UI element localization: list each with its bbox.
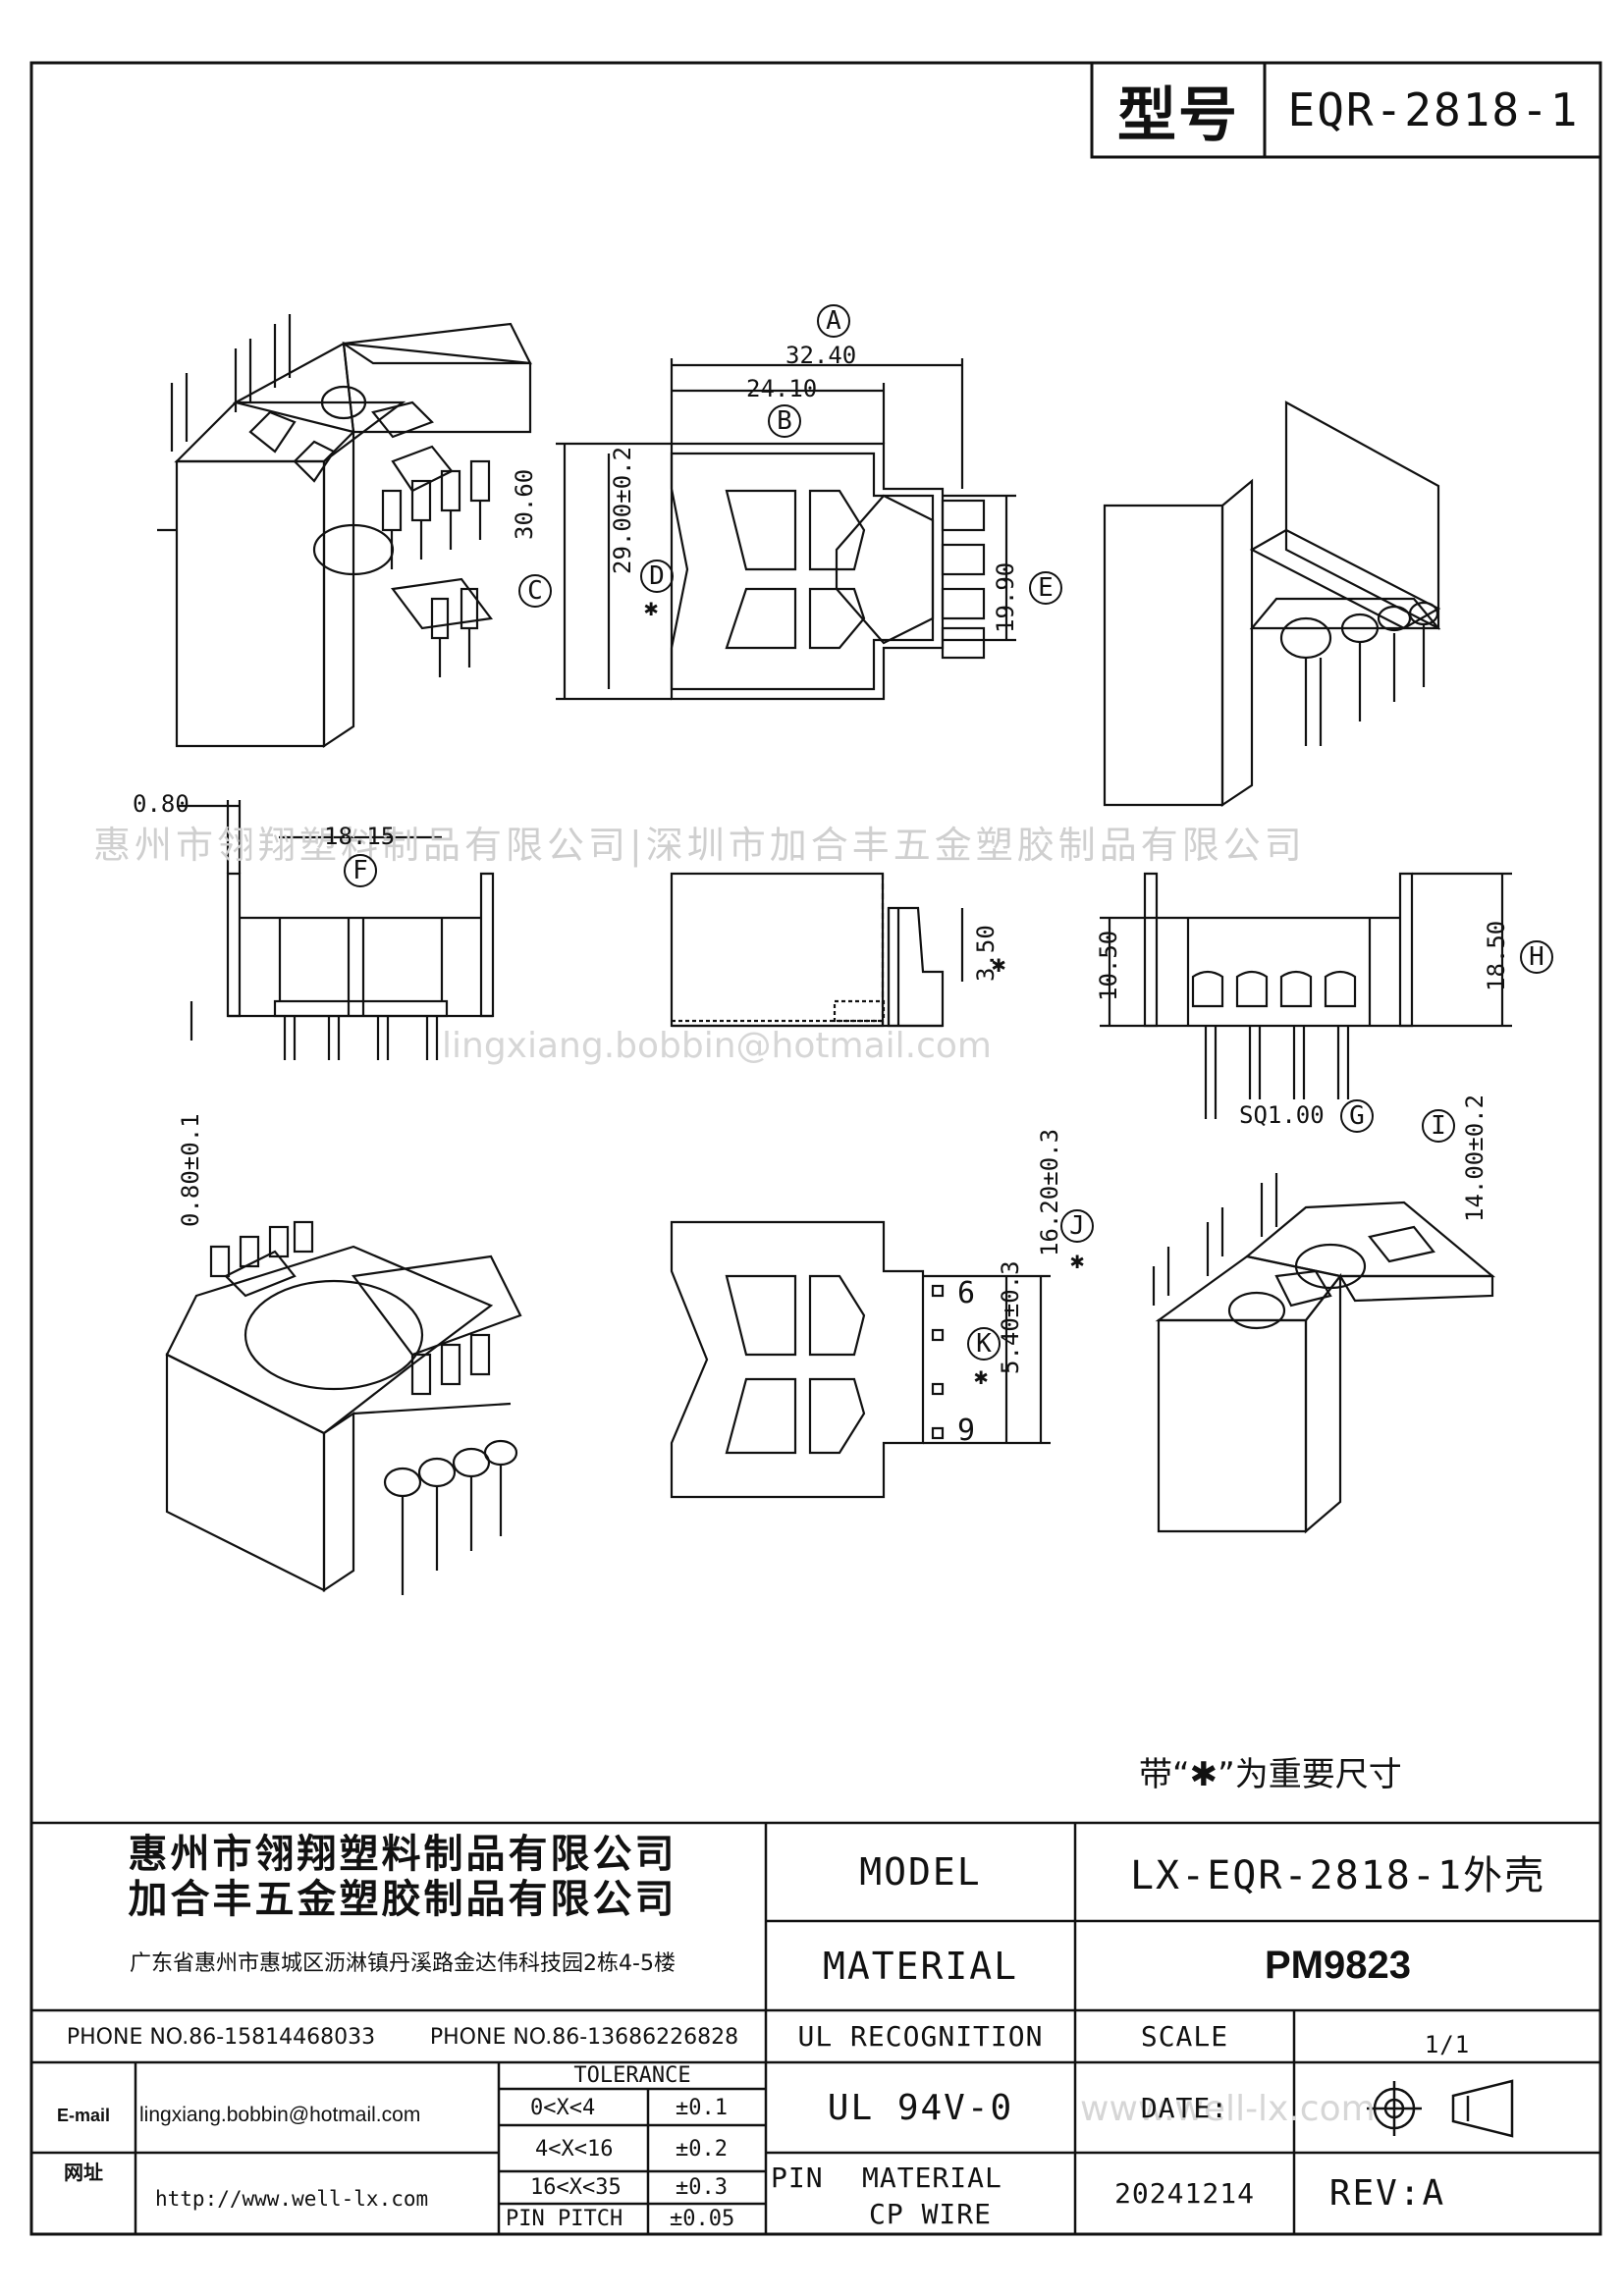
watermark-email: lingxiang.bobbin@hotmail.com xyxy=(442,1026,992,1066)
dim-d-star: ✱ xyxy=(644,594,659,621)
tolerance-header: TOLERANCE xyxy=(573,2063,691,2088)
tolerance-range-2: 4<X<16 xyxy=(535,2136,614,2162)
watermark-company: 惠州市翎翔塑料制品有限公司|深圳市加合丰五金塑胶制品有限公司 xyxy=(93,824,1306,867)
top-view xyxy=(556,358,1016,701)
scale-value: 1/1 xyxy=(1424,2030,1471,2058)
tolerance-range-4: PIN PITCH xyxy=(506,2207,623,2231)
iso-view-top-right xyxy=(1103,400,1441,808)
important-dimension-note: 带“✱”为重要尺寸 xyxy=(1139,1755,1402,1794)
dim-i-label: I xyxy=(1422,1109,1455,1143)
email-value[interactable]: lingxiang.bobbin@hotmail.com xyxy=(139,2104,421,2126)
company-name-2: 加合丰五金塑胶制品有限公司 xyxy=(128,1877,677,1922)
material-label: MATERIAL xyxy=(822,1944,1019,1988)
dim-k-value: 5.40±0.3 xyxy=(997,1260,1024,1374)
phone-1: PHONE NO.86-15814468033 xyxy=(66,2024,376,2050)
dim-d-label: D xyxy=(640,560,674,593)
dim-j-star: ✱ xyxy=(1070,1247,1085,1274)
dim-a-value: 32.40 xyxy=(785,342,857,369)
company-name-1: 惠州市翎翔塑料制品有限公司 xyxy=(128,1832,677,1877)
dim-c-value: 30.60 xyxy=(511,468,538,540)
front-view xyxy=(177,800,495,1060)
dim-side-star: ✱ xyxy=(992,950,1006,978)
pin-label-6: 6 xyxy=(957,1276,976,1310)
dim-f-value: 18.15 xyxy=(324,823,396,850)
dim-f-side-value: 0.80 xyxy=(133,790,189,818)
ul-label: UL RECOGNITION xyxy=(797,2020,1044,2053)
watermark-website: www.well-lx.com xyxy=(1080,2089,1376,2129)
bottom-view xyxy=(670,1220,1051,1499)
iso-view-bottom-left xyxy=(165,1220,522,1595)
phone-numbers: PHONE NO.86-15814468033 PHONE NO.86-1368… xyxy=(39,2014,766,2059)
web-value[interactable]: http://www.well-lx.com xyxy=(155,2187,429,2211)
date-value: 20241214 xyxy=(1114,2177,1255,2210)
dim-b-value: 24.10 xyxy=(746,375,818,402)
tolerance-range-3: 16<X<35 xyxy=(530,2175,622,2200)
dim-i-value: 14.00±0.2 xyxy=(1461,1094,1489,1222)
scale-label: SCALE xyxy=(1140,2020,1229,2053)
dim-h-label: H xyxy=(1520,940,1553,974)
dim-e-value: 19.90 xyxy=(992,561,1019,633)
iso-view-bottom-right xyxy=(1152,1173,1496,1534)
dim-g-value: SQ1.00 xyxy=(1239,1101,1325,1129)
phone-2: PHONE NO.86-13686226828 xyxy=(429,2024,739,2050)
dim-a-label: A xyxy=(817,304,850,338)
right-view xyxy=(1100,872,1512,1119)
ul-value: UL 94V-0 xyxy=(827,2087,1014,2128)
projection-symbol xyxy=(1367,2079,1514,2138)
iso-view-top-left xyxy=(157,314,532,749)
pin-material-label: MATERIAL xyxy=(862,2161,1002,2194)
title-block-grid xyxy=(31,1821,1600,2234)
dim-k-star: ✱ xyxy=(974,1362,989,1390)
date-label: DATE: xyxy=(1140,2091,1229,2124)
pin-material-value: CP WIRE xyxy=(869,2197,993,2230)
dim-c-label: C xyxy=(518,574,552,608)
side-view xyxy=(670,872,964,1028)
dim-h-value: 18.50 xyxy=(1483,920,1510,991)
tolerance-range-1: 0<X<4 xyxy=(530,2095,596,2120)
tolerance-value-4: ±0.05 xyxy=(670,2207,735,2231)
rev-label: REV:A xyxy=(1328,2173,1446,2214)
sheet-border xyxy=(29,61,1602,2236)
dim-e-label: E xyxy=(1029,571,1062,605)
tolerance-value-1: ±0.1 xyxy=(676,2095,728,2120)
pin-label-9: 9 xyxy=(957,1414,976,1448)
tolerance-value-2: ±0.2 xyxy=(676,2136,728,2162)
header-box xyxy=(1090,61,1602,159)
header-model-value: EQR-2818-1 xyxy=(1287,83,1580,136)
web-label: 网址 xyxy=(64,2162,103,2184)
model-label: MODEL xyxy=(859,1850,982,1894)
dim-g-label: G xyxy=(1340,1099,1374,1133)
dim-d-value: 29.00±0.2 xyxy=(609,446,636,574)
email-label: E-mail xyxy=(56,2105,111,2125)
header-model-label: 型号 xyxy=(1117,80,1239,150)
dim-b-label: B xyxy=(768,404,801,438)
dim-k-label: K xyxy=(967,1327,1001,1361)
material-value: PM9823 xyxy=(1265,1944,1411,1987)
dim-j-value: 16.20±0.3 xyxy=(1036,1128,1063,1256)
dim-pin-height: 0.80±0.1 xyxy=(177,1113,204,1227)
pin-label: PIN xyxy=(771,2161,824,2194)
company-address: 广东省惠州市惠城区沥淋镇丹溪路金达伟科技园2栋4-5楼 xyxy=(130,1951,676,1976)
tolerance-value-3: ±0.3 xyxy=(676,2175,728,2200)
dim-j-label: J xyxy=(1060,1209,1094,1243)
model-value: LX-EQR-2818-1外壳 xyxy=(1129,1853,1546,1898)
dim-height-value: 10.50 xyxy=(1095,930,1122,1001)
dim-f-label: F xyxy=(344,854,377,887)
